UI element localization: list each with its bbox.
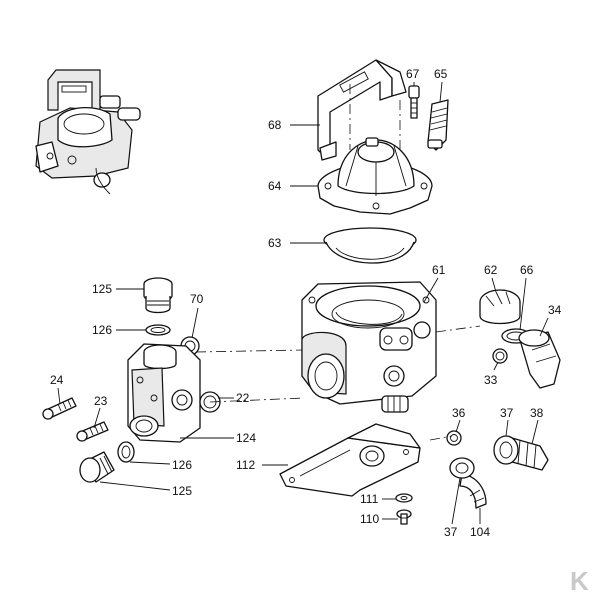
label-22: 22 — [236, 391, 250, 405]
label-125-lower: 125 — [172, 484, 192, 498]
assembly-axis-lines — [195, 84, 481, 441]
part-23-bolt — [76, 421, 109, 442]
label-110: 110 — [360, 512, 379, 526]
part-33-o-ring — [492, 348, 508, 364]
label-65: 65 — [434, 67, 448, 81]
label-66: 66 — [520, 263, 534, 277]
label-62: 62 — [484, 263, 498, 277]
part-37-upper-nut — [493, 435, 519, 465]
part-125-lower-plug — [79, 451, 115, 483]
label-112: 112 — [236, 458, 255, 472]
leader-lines — [57, 81, 549, 525]
assembled-pump-thumbnail — [35, 69, 141, 195]
part-111-washer — [395, 493, 413, 503]
part-62-cap — [479, 289, 521, 325]
part-34-elbow-fitting — [518, 329, 561, 389]
part-112-base-plate — [279, 423, 421, 497]
part-36-o-ring — [446, 430, 462, 446]
part-68-bracket — [317, 59, 407, 161]
label-36: 36 — [452, 406, 466, 420]
part-124-manifold — [127, 343, 201, 443]
label-68: 68 — [268, 118, 282, 132]
part-110-screw — [396, 509, 412, 525]
label-37-upper: 37 — [500, 406, 514, 420]
label-37-lower: 37 — [444, 525, 458, 539]
label-63: 63 — [268, 236, 282, 250]
part-24-bolt — [42, 397, 77, 420]
label-126-upper: 126 — [92, 323, 112, 337]
label-23: 23 — [94, 394, 108, 408]
label-67: 67 — [406, 67, 420, 81]
label-34: 34 — [548, 303, 562, 317]
label-64: 64 — [268, 179, 282, 193]
part-64-dome-cover — [317, 137, 433, 215]
label-104: 104 — [470, 525, 490, 539]
part-37-lower-nut — [449, 457, 475, 479]
label-111: 111 — [360, 492, 379, 506]
part-38-hose-fitting — [511, 437, 549, 471]
label-33: 33 — [484, 373, 498, 387]
label-70: 70 — [190, 292, 204, 306]
part-125-upper-plug — [143, 277, 173, 314]
label-126-lower: 126 — [172, 458, 192, 472]
part-65-fitting — [427, 99, 449, 151]
part-126-upper-o-ring — [145, 324, 171, 336]
part-labels: 68 67 65 64 63 61 62 66 34 33 125 70 126… — [50, 67, 562, 539]
part-126-lower-o-ring — [117, 441, 135, 463]
label-124: 124 — [236, 431, 256, 445]
part-61-pump-housing — [301, 281, 437, 413]
label-38: 38 — [530, 406, 544, 420]
brand-logo-text: K — [570, 566, 589, 596]
label-125-upper: 125 — [92, 282, 112, 296]
label-61: 61 — [432, 263, 446, 277]
label-24: 24 — [50, 373, 64, 387]
part-104-elbow-hose — [459, 473, 487, 509]
brand-logo: K — [570, 566, 589, 596]
part-63-diaphragm — [323, 227, 417, 264]
part-67-screw — [408, 85, 420, 119]
